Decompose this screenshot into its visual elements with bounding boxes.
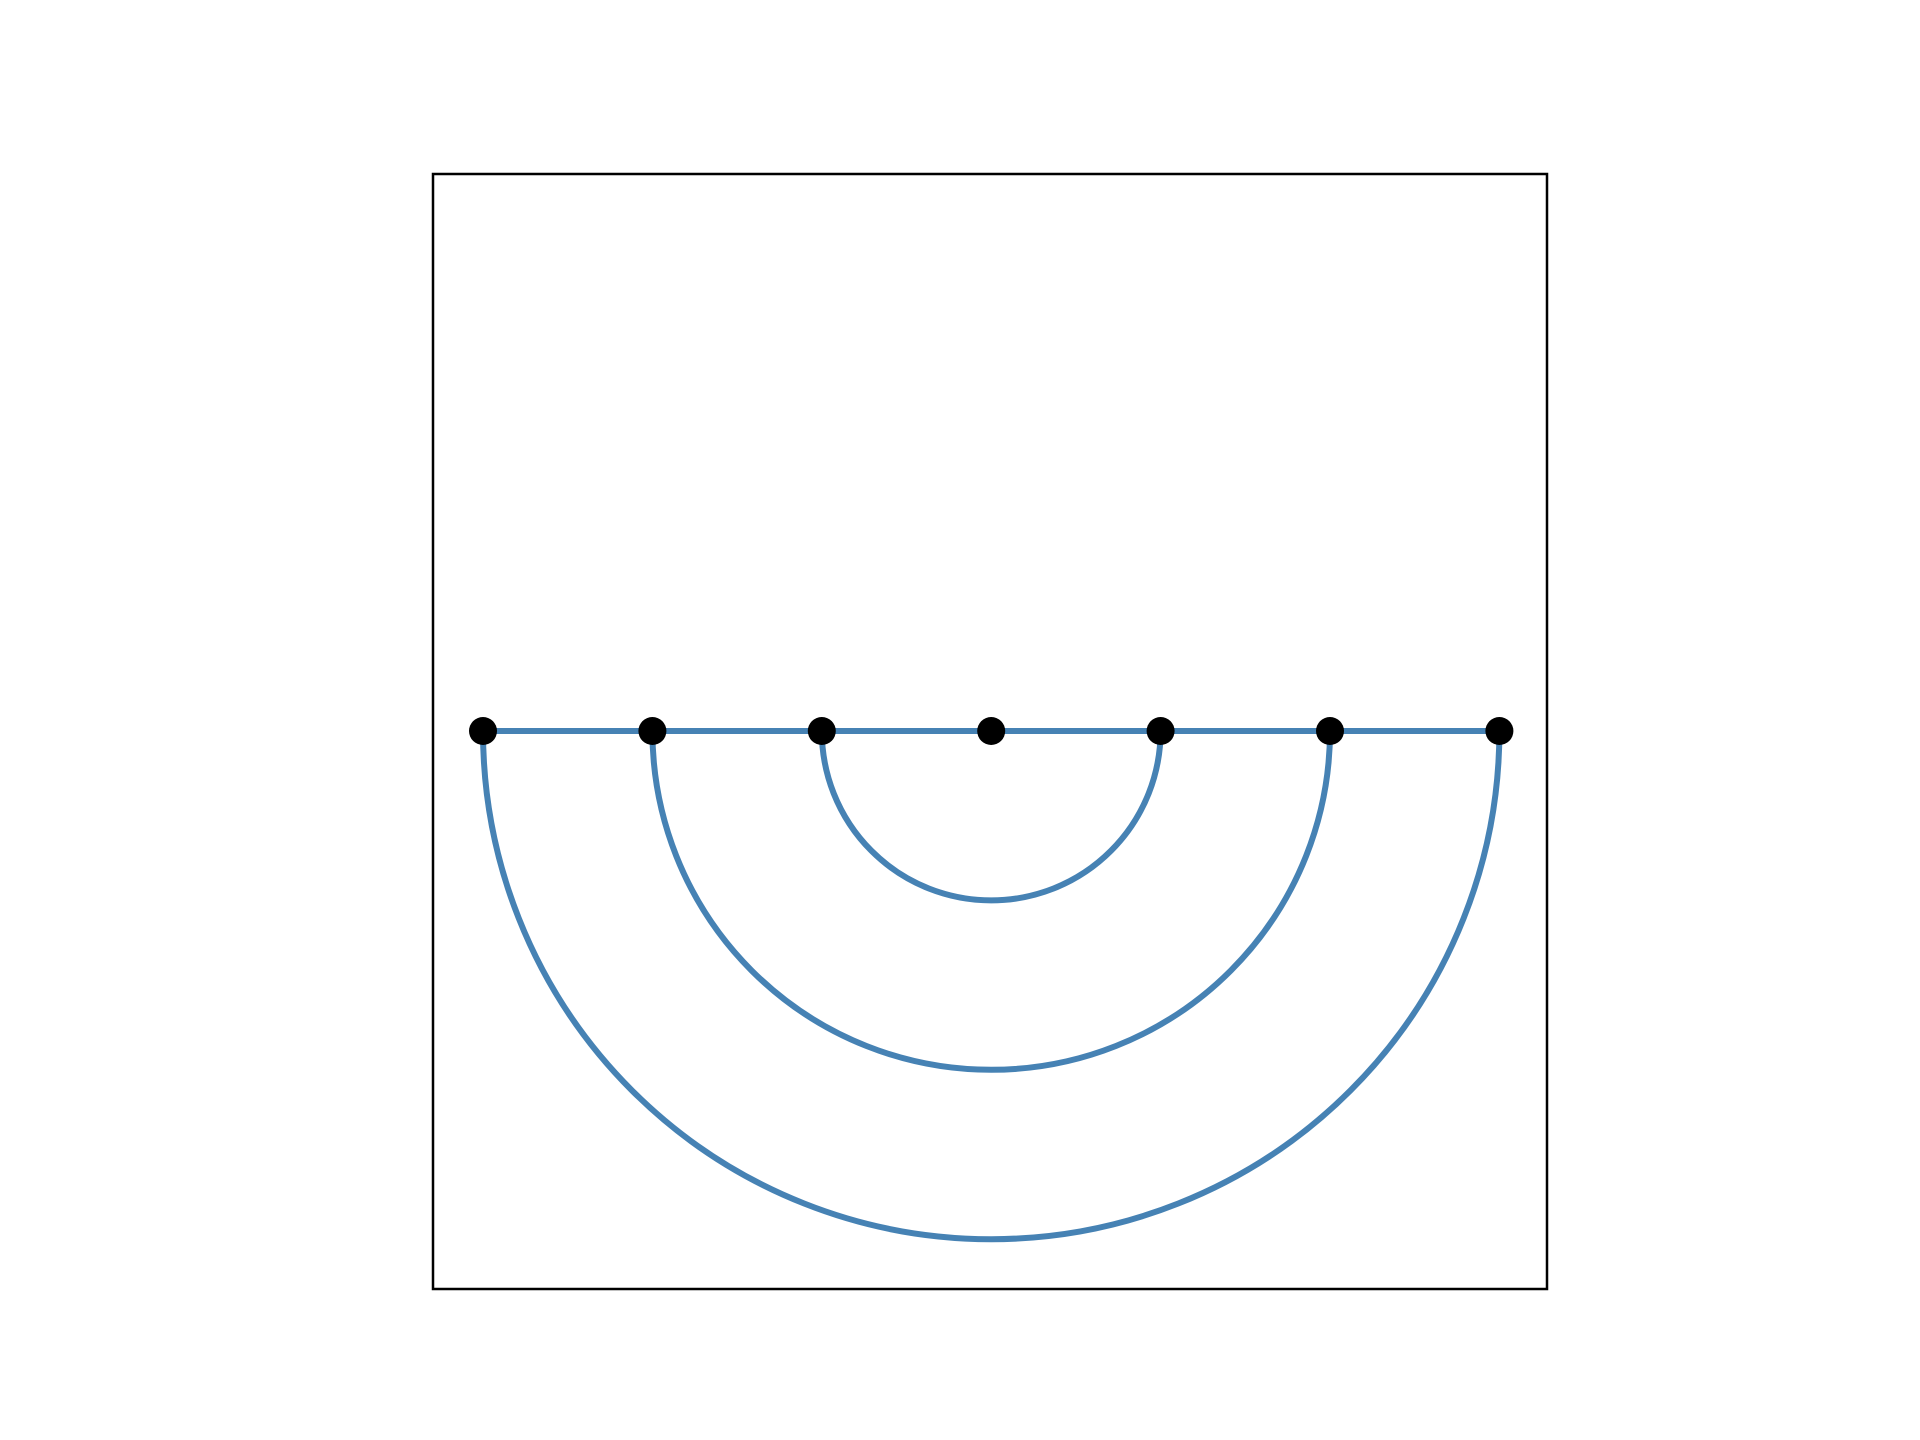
node-4 xyxy=(1146,717,1175,745)
plot-frame xyxy=(431,172,1549,1291)
edges-layer xyxy=(480,728,1503,1243)
arc-edge-2-4 xyxy=(818,730,1164,904)
arc-edge-0-6 xyxy=(480,730,1503,1243)
node-2 xyxy=(807,717,836,745)
node-5 xyxy=(1316,717,1344,745)
node-6 xyxy=(1485,717,1514,745)
nodes-layer xyxy=(469,717,1514,745)
node-1 xyxy=(638,717,667,745)
node-3 xyxy=(977,717,1006,745)
arc-edge-1-5 xyxy=(649,730,1333,1073)
node-0 xyxy=(469,717,497,745)
